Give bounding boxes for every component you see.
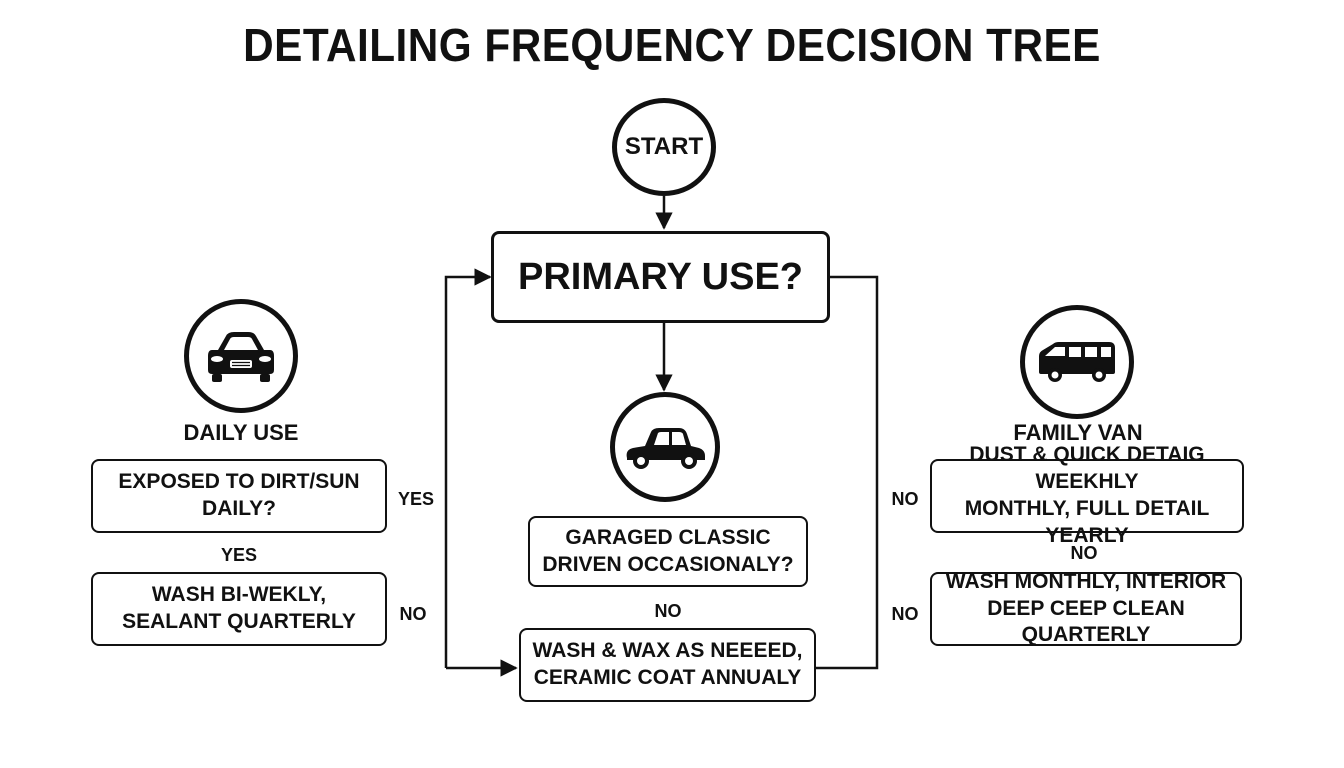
sedan-car-icon xyxy=(184,299,298,413)
van-no-label: NO xyxy=(1070,543,1098,563)
classic-result-text: WASH & WAX AS NEEEED, CERAMIC COAT ANNUA… xyxy=(532,639,803,689)
daily-use-heading: DAILY USE xyxy=(183,420,299,445)
start-node: START xyxy=(612,98,716,196)
daily-yes-label: YES xyxy=(220,545,258,565)
line-primary-to-result-right xyxy=(816,275,879,670)
van-question-text: DUST & QUICK DETAIG WEEKHLY MONTHLY, FUL… xyxy=(964,443,1210,547)
primary-use-label: PRIMARY USE? xyxy=(517,255,804,298)
family-van-heading: FAMILY VAN xyxy=(1013,420,1143,445)
van-side-no-label-top: NO xyxy=(891,489,919,509)
van-side-no-label-bottom: NO xyxy=(891,604,919,624)
daily-side-yes-label: YES xyxy=(397,489,435,509)
daily-result: WASH BI-WEKLY, SEALANT QUARTERLY xyxy=(91,572,387,646)
arrow-loop-to-primary xyxy=(444,268,492,668)
primary-use-node: PRIMARY USE? xyxy=(491,231,830,323)
van-result-text: WASH MONTHLY, INTERIOR DEEP CEEP CLEAN Q… xyxy=(945,569,1227,647)
daily-result-text: WASH BI-WEKLY, SEALANT QUARTERLY xyxy=(122,583,356,633)
page-title: DETAILING FREQUENCY DECISION TREE xyxy=(243,19,1101,71)
start-label: START xyxy=(624,133,704,160)
daily-exposed-question: EXPOSED TO DIRT/SUN DAILY? xyxy=(91,459,387,533)
van-result: WASH MONTHLY, INTERIOR DEEP CEEP CLEAN Q… xyxy=(930,570,1242,646)
classic-question-text: GARAGED CLASSIC DRIVEN OCCASIONALY? xyxy=(542,525,794,576)
daily-exposed-question-text: EXPOSED TO DIRT/SUN DAILY? xyxy=(118,470,360,520)
classic-result: WASH & WAX AS NEEEED, CERAMIC COAT ANNUA… xyxy=(519,628,816,702)
daily-side-no-label: NO xyxy=(399,604,427,624)
van-question: DUST & QUICK DETAIG WEEKHLY MONTHLY, FUL… xyxy=(930,443,1244,547)
classic-no-label: NO xyxy=(654,601,682,621)
van-icon xyxy=(1020,305,1134,419)
classic-question: GARAGED CLASSIC DRIVEN OCCASIONALY? xyxy=(528,516,808,587)
classic-car-icon xyxy=(610,392,720,502)
